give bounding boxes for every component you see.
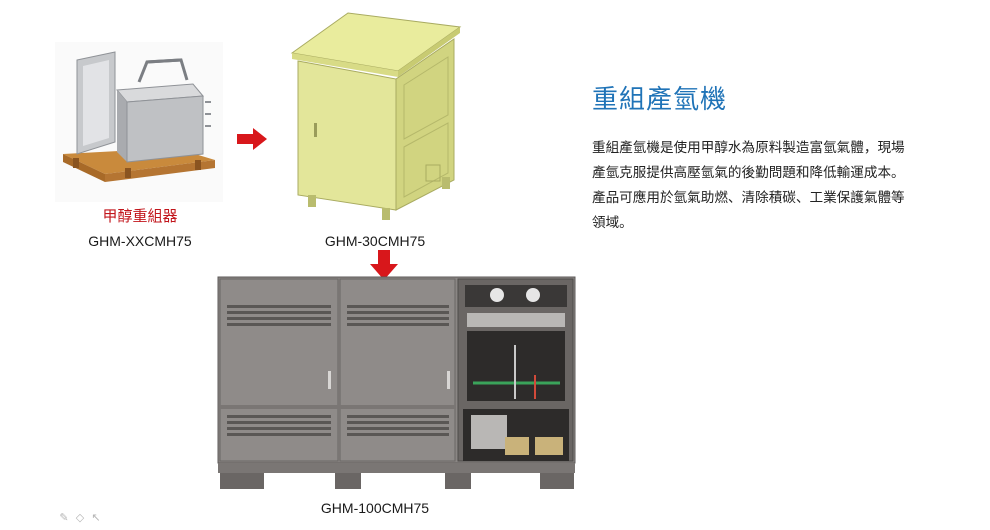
down-arrow-icon: [370, 250, 398, 280]
right-arrow-icon: [237, 128, 267, 150]
reformer-model-label: GHM-XXCMH75: [88, 233, 192, 249]
reformer-image: [55, 42, 223, 202]
page-title: 重組產氫機: [592, 85, 728, 115]
eraser-icon[interactable]: ◇: [75, 511, 85, 524]
pen-icon[interactable]: ✎: [59, 511, 69, 524]
cabinet-30-model-label: GHM-30CMH75: [324, 233, 426, 249]
cabinet-30-image: [290, 5, 465, 230]
product-description: 重組產氫機是使用甲醇水為原料製造富氫氣體，現場產氫克服提供高壓氫氣的後勤問題和降…: [592, 140, 905, 231]
pointer-icon[interactable]: ↖: [91, 511, 101, 524]
cabinet-100-image: [215, 275, 580, 490]
cabinet-100-model-label: GHM-100CMH75: [320, 500, 430, 516]
reformer-caption: 甲醇重組器: [102, 207, 178, 225]
annotation-toolbar: ✎ ◇ ↖: [58, 512, 102, 524]
